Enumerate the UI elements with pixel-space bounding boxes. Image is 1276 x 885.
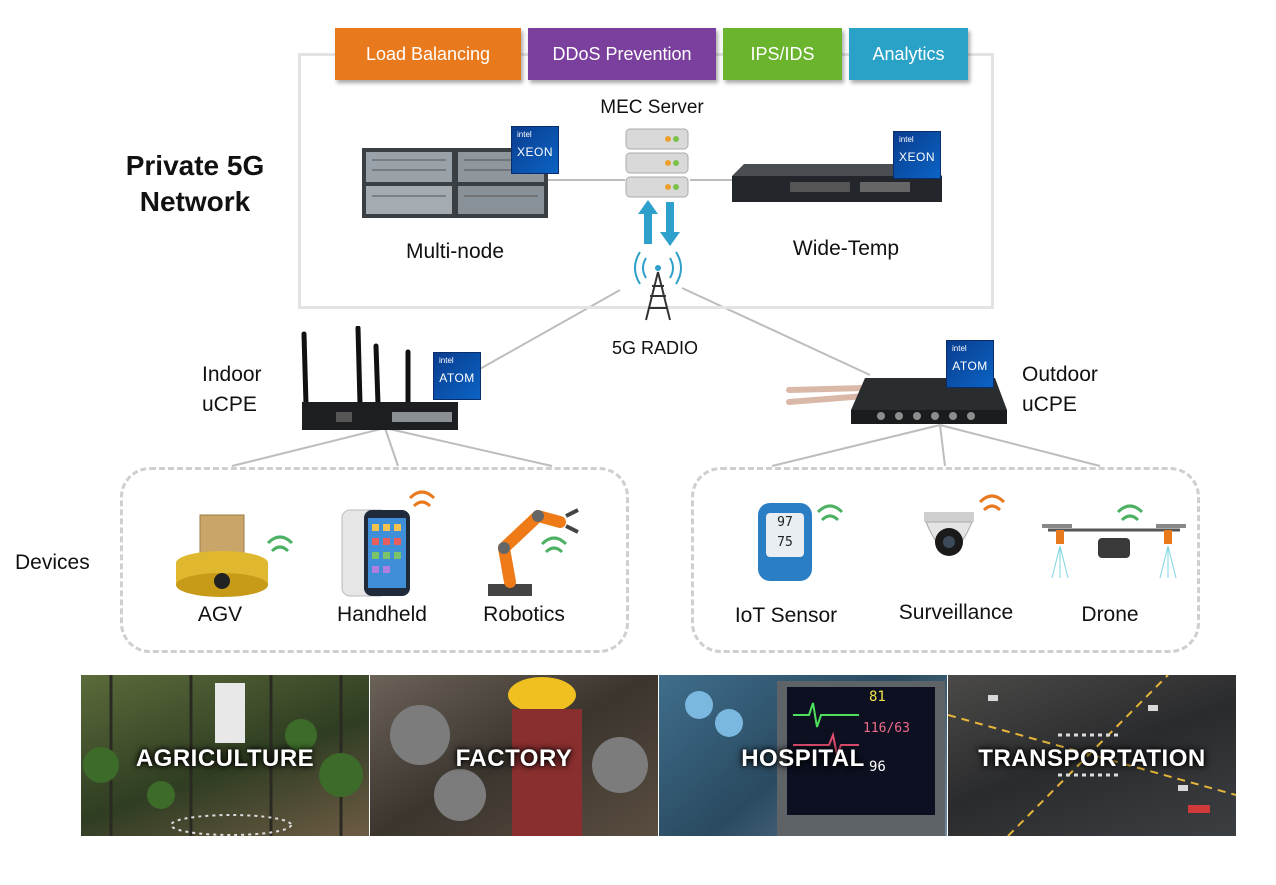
atom-brand-text-2: intel (952, 344, 967, 353)
hospital-label: HOSPITAL (741, 745, 865, 772)
wide-temp-label: Wide-Temp (792, 237, 900, 260)
xeon-brand-text: intel (517, 130, 532, 139)
indoor-ucpe-label: Indoor uCPE (202, 363, 262, 416)
devices-label: Devices (15, 551, 90, 574)
robotic-arm-icon (488, 508, 579, 596)
mec-server-label: MEC Server (600, 97, 704, 118)
radio-tower-icon (634, 251, 682, 321)
device-drone-label: Drone (1081, 603, 1139, 626)
monitor-value-3: 96 (869, 759, 886, 775)
ips-ids-label: IPS/IDS (750, 43, 815, 64)
iot-signal-icon (816, 504, 844, 522)
transportation-scene (948, 675, 1236, 836)
factory-tile[interactable]: FACTORY (370, 675, 658, 836)
device-iot-sensor-label: IoT Sensor (734, 604, 838, 627)
monitor-value-1: 81 (869, 689, 886, 705)
network-title: Private 5G Network (125, 150, 265, 217)
agv-icon (176, 514, 294, 597)
xeon-chip-right-icon: intel XEON (893, 131, 941, 179)
transportation-tile[interactable]: TRANSPORTATION (948, 675, 1236, 836)
atom-name-text: ATOM (439, 371, 475, 385)
handheld-icon (341, 490, 436, 597)
outdoor-ucpe-device-icon (786, 378, 1007, 424)
atom-brand-text: intel (439, 356, 454, 365)
mec-server-icon (625, 128, 689, 198)
device-handheld-label: Handheld (337, 603, 427, 626)
up-down-arrows-icon (638, 200, 680, 246)
agriculture-tile[interactable]: AGRICULTURE (81, 675, 369, 836)
device-agv-label: AGV (197, 603, 243, 626)
indoor-devices-group (120, 467, 629, 653)
xeon-chip-left-icon: intel XEON (511, 126, 559, 174)
oximeter-bottom-value: 75 (777, 535, 793, 550)
agriculture-label: AGRICULTURE (135, 745, 315, 772)
load-balancing-tab[interactable]: Load Balancing (335, 28, 521, 80)
xeon-brand-text-2: intel (899, 135, 914, 144)
transportation-label: TRANSPORTATION (978, 745, 1206, 772)
agriculture-scene (83, 675, 363, 836)
surveillance-camera-icon (924, 494, 1006, 556)
xeon-name-text-2: XEON (898, 150, 935, 164)
factory-label: FACTORY (455, 745, 573, 772)
load-balancing-label: Load Balancing (365, 43, 491, 64)
device-robotics-label: Robotics (483, 603, 565, 626)
factory-scene (390, 677, 648, 836)
outdoor-devices-group (691, 467, 1200, 653)
iot-sensor-icon: 97 75 (758, 503, 812, 581)
ddos-prevention-label: DDoS Prevention (552, 43, 692, 64)
device-surveillance-label: Surveillance (898, 601, 1014, 624)
hospital-scene (685, 681, 945, 836)
xeon-name-text: XEON (516, 145, 553, 159)
atom-chip-right-icon: intel ATOM (946, 340, 994, 388)
indoor-ucpe-device-icon (301, 326, 458, 430)
outdoor-ucpe-label: Outdoor uCPE (1022, 363, 1098, 416)
atom-chip-left-icon: intel ATOM (433, 352, 481, 400)
radio-label: 5G RADIO (611, 338, 699, 358)
wide-temp-server-icon (732, 164, 942, 202)
analytics-label: Analytics (872, 43, 945, 64)
ddos-prevention-tab[interactable]: DDoS Prevention (528, 28, 716, 80)
analytics-tab[interactable]: Analytics (849, 28, 968, 80)
drone-icon (1042, 504, 1186, 579)
atom-name-text-2: ATOM (952, 359, 988, 373)
oximeter-top-value: 97 (777, 515, 793, 530)
ips-ids-tab[interactable]: IPS/IDS (723, 28, 842, 80)
multi-node-label: Multi-node (405, 240, 505, 263)
hospital-tile[interactable]: 81 116/63 96 HOSPITAL (659, 675, 947, 836)
monitor-value-2: 116/63 (863, 721, 910, 736)
